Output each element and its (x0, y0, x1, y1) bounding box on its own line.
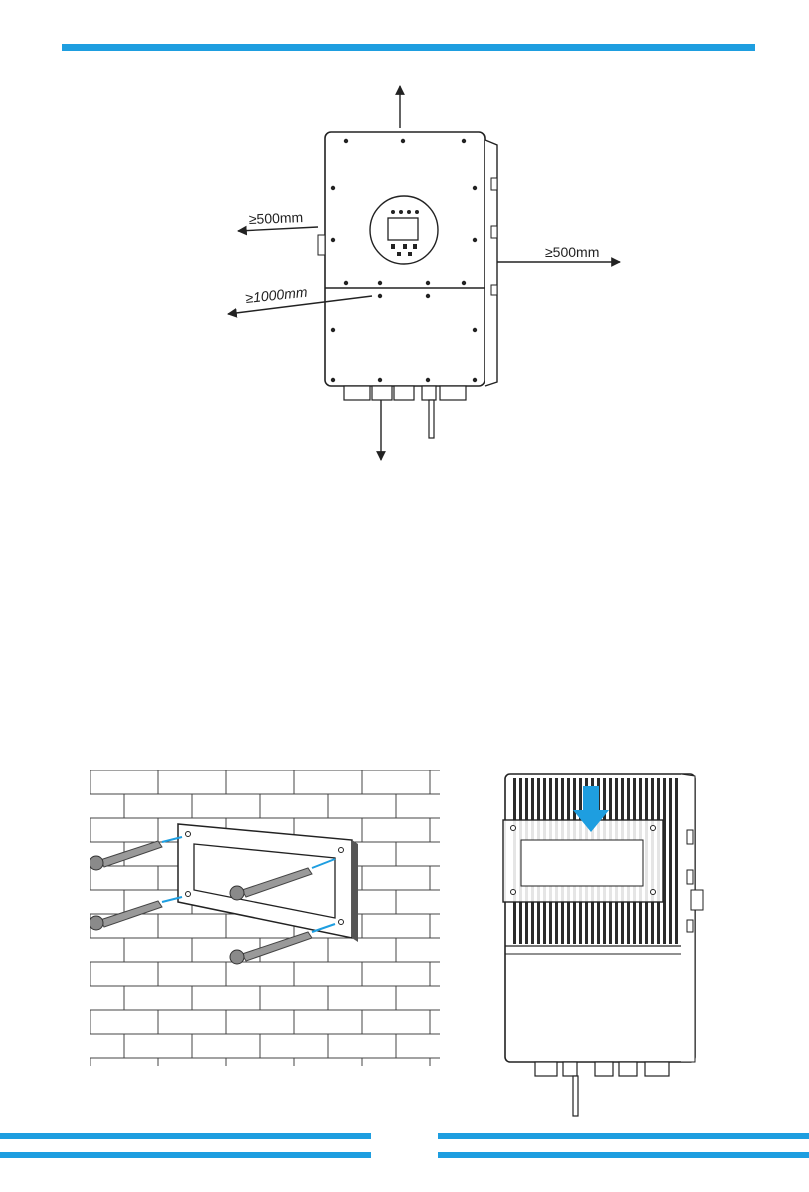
footer-bar-left-2 (0, 1152, 371, 1158)
left-clearance-label: ≥500mm (249, 209, 304, 227)
footer-bar-left-1 (0, 1133, 371, 1139)
bracket-on-heatsink (503, 820, 663, 902)
footer-bar-right-1 (438, 1133, 809, 1139)
wall-bracket-illustration (90, 770, 440, 1066)
front-clearance-label: ≥1000mm (245, 284, 309, 306)
clearance-diagram: ≥500mm ≥500mm ≥1000mm (0, 60, 809, 470)
footer-bar-right-2 (438, 1152, 809, 1158)
inverter-front-view (318, 132, 497, 438)
inverter-hanging-illustration (495, 770, 725, 1118)
header-accent-bar (62, 44, 755, 51)
right-clearance-label: ≥500mm (545, 244, 599, 260)
left-clearance-arrow (238, 227, 318, 231)
